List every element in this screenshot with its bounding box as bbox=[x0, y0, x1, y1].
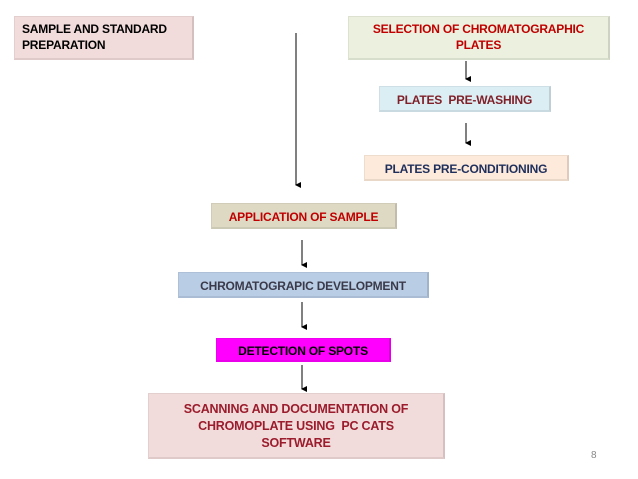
box-line: PREPARATION bbox=[22, 38, 106, 52]
box-line: CHROMATOGRAPIC DEVELOPMENT bbox=[200, 279, 406, 293]
box-line: SAMPLE AND STANDARD bbox=[22, 22, 167, 36]
plates-prewashing-box: PLATES PRE-WASHING bbox=[379, 86, 551, 112]
plate-selection-box: SELECTION OF CHROMATOGRAPHIC PLATES bbox=[348, 16, 610, 60]
application-of-sample-box: APPLICATION OF SAMPLE bbox=[211, 203, 397, 229]
sample-preparation-box: SAMPLE AND STANDARD PREPARATION bbox=[14, 16, 194, 60]
box-line: PLATES PRE-CONDITIONING bbox=[384, 162, 548, 176]
box-line: SOFTWARE bbox=[261, 436, 331, 450]
box-line: SELECTION OF CHROMATOGRAPHIC bbox=[372, 22, 585, 36]
page-number: 8 bbox=[591, 450, 597, 461]
box-line: PLATES PRE-WASHING bbox=[396, 93, 533, 107]
box-line: CHROMOPLATE USING PC CATS bbox=[198, 419, 394, 433]
box-line: DETECTION OF SPOTS bbox=[238, 344, 368, 358]
box-line: SCANNING AND DOCUMENTATION OF bbox=[183, 402, 409, 416]
detection-of-spots-box: DETECTION OF SPOTS bbox=[216, 338, 391, 362]
box-line: PLATES bbox=[455, 38, 502, 52]
plates-preconditioning-box: PLATES PRE-CONDITIONING bbox=[364, 155, 569, 181]
box-line: APPLICATION OF SAMPLE bbox=[228, 210, 379, 224]
scanning-documentation-box: SCANNING AND DOCUMENTATION OF CHROMOPLAT… bbox=[148, 393, 445, 459]
chromatographic-development-box: CHROMATOGRAPIC DEVELOPMENT bbox=[178, 272, 429, 298]
